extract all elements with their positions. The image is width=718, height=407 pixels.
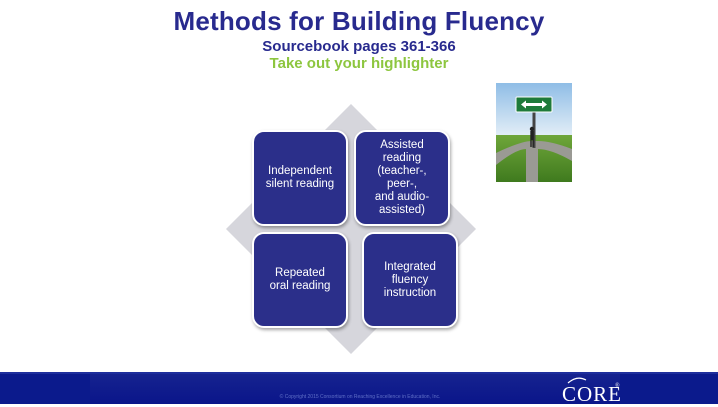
slide-subtitle: Sourcebook pages 361-366 <box>262 38 456 55</box>
fluency-methods-diagram: Independent silent reading Assisted read… <box>226 104 476 354</box>
method-label: Repeated oral reading <box>269 267 331 292</box>
method-label: Independent silent reading <box>265 165 335 190</box>
method-box-independent-silent-reading: Independent silent reading <box>252 130 348 226</box>
slide-instruction: Take out your highlighter <box>269 55 449 72</box>
logo-swoosh-icon <box>567 377 587 384</box>
logo-registered-mark: ® <box>615 383 621 389</box>
footer-bar: © Copyright 2015 Consortium on Reaching … <box>0 372 718 406</box>
method-label: Assisted reading (teacher-, peer-, and a… <box>374 139 430 216</box>
method-box-assisted-reading: Assisted reading (teacher-, peer-, and a… <box>354 130 450 226</box>
core-logo: CORE ® <box>562 375 622 406</box>
slide-title: Methods for Building Fluency <box>173 6 545 36</box>
method-label: Integrated fluency instruction <box>383 260 437 299</box>
method-box-integrated-fluency-instruction: Integrated fluency instruction <box>362 232 458 328</box>
logo-wordmark: CORE <box>562 382 623 406</box>
copyright-text: © Copyright 2015 Consortium on Reaching … <box>279 394 441 400</box>
crossroads-signpost-image <box>496 83 572 182</box>
footer-panel <box>90 374 620 404</box>
method-box-repeated-oral-reading: Repeated oral reading <box>252 232 348 328</box>
